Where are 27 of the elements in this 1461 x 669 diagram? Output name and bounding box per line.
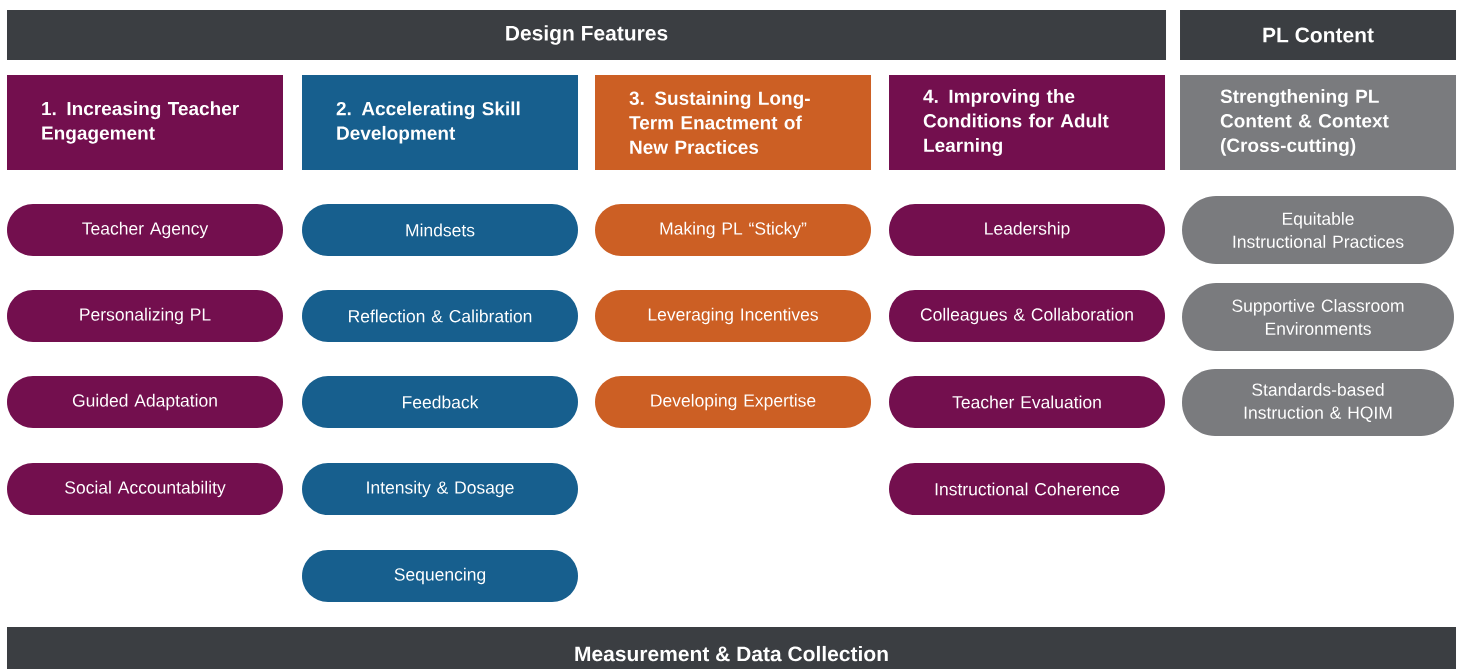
topic-pill: Leadership: [889, 204, 1165, 256]
topic-pill: Mindsets: [302, 204, 578, 256]
topic-pill: Social Accountability: [7, 463, 283, 515]
topic-pill: Guided Adaptation: [7, 376, 283, 428]
column-header: 4. Improving the Conditions for Adult Learning: [889, 75, 1165, 170]
topic-pill: Leveraging Incentives: [595, 290, 871, 342]
topic-pill: Teacher Evaluation: [889, 376, 1165, 428]
section-band: Measurement & Data Collection: [7, 627, 1456, 669]
topic-pill: Colleagues & Collaboration: [889, 290, 1165, 342]
column-header: Strengthening PL Content & Context (Cross-cutting): [1180, 75, 1456, 170]
topic-pill: Developing Expertise: [595, 376, 871, 428]
topic-pill: Standards-based Instruction & HQIM: [1182, 369, 1454, 436]
topic-pill: Reflection & Calibration: [302, 290, 578, 342]
topic-pill: Instructional Coherence: [889, 463, 1165, 515]
column-header: 1. Increasing Teacher Engagement: [7, 75, 283, 170]
topic-pill: Supportive Classroom Environments: [1182, 283, 1454, 351]
column-header: 3. Sustaining Long-Term Enactment of New Practices: [595, 75, 871, 170]
topic-pill: Teacher Agency: [7, 204, 283, 256]
section-band: PL Content: [1180, 10, 1456, 60]
section-band: Design Features: [7, 10, 1166, 60]
topic-pill: Feedback: [302, 376, 578, 428]
topic-pill: Intensity & Dosage: [302, 463, 578, 515]
topic-pill: Personalizing PL: [7, 290, 283, 342]
topic-pill: Making PL “Sticky”: [595, 204, 871, 256]
column-header: 2. Accelerating Skill Development: [302, 75, 578, 170]
topic-pill: Sequencing: [302, 550, 578, 602]
topic-pill: Equitable Instructional Practices: [1182, 196, 1454, 264]
